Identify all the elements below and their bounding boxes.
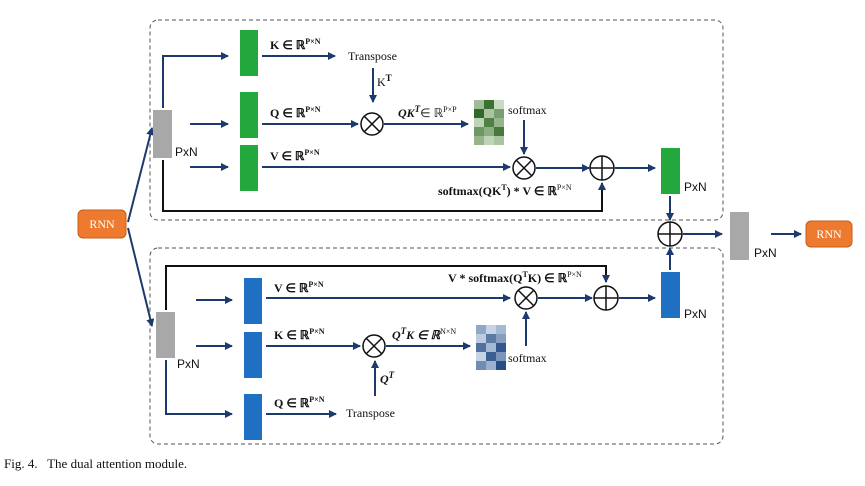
top-weighted-multiply-icon [512, 156, 536, 180]
bottom-heatmap-cell [476, 361, 486, 370]
bottom-softmax-label: softmax [508, 351, 547, 365]
top-softmax-label: softmax [508, 103, 547, 117]
bottom-heatmap-cell [476, 334, 486, 343]
top-result-label: softmax(QKT) * V ∈ ℝP×N [438, 183, 572, 198]
bottom-qtk-label: QTK ∈ ℝN×N [392, 326, 456, 342]
bottom-branch-box [149, 247, 724, 445]
top-q-label: Q ∈ ℝP×N [270, 105, 321, 120]
top-kt-label: KT [377, 73, 392, 89]
top-heatmap-cell [484, 127, 494, 136]
rnn-to-top-arrow [127, 127, 155, 223]
bottom-matmul-icon [362, 334, 386, 358]
bottom-residual-path [165, 265, 610, 310]
output-block [730, 212, 749, 260]
bottom-q-block [244, 394, 262, 440]
bottom-heatmap-cell [496, 361, 506, 370]
top-add-icon [589, 155, 615, 181]
top-input-to-k-arrow [162, 52, 229, 108]
bottom-heatmap-cell [496, 325, 506, 334]
bottom-heatmap-cell [496, 343, 506, 352]
bottom-attention-heatmap [476, 325, 506, 370]
top-heatmap-cell [474, 100, 484, 109]
bottom-heatmap-cell [486, 361, 496, 370]
top-heatmap-cell [484, 109, 494, 118]
top-v-block [240, 145, 258, 191]
bottom-heatmap-cell [496, 334, 506, 343]
bottom-v-label: V ∈ ℝP×N [274, 280, 324, 295]
top-heatmap-cell [494, 136, 504, 145]
top-heatmap-cell [474, 109, 484, 118]
bottom-heatmap-cell [476, 343, 486, 352]
top-heatmap-cell [484, 136, 494, 145]
top-output-dim-label: PxN [684, 180, 707, 194]
top-heatmap-cell [474, 118, 484, 127]
rnn-input-box [77, 209, 127, 239]
bottom-input-to-q-arrow [165, 360, 233, 418]
bottom-heatmap-cell [486, 334, 496, 343]
bottom-output-dim-label: PxN [684, 307, 707, 321]
bottom-result-label: V * softmax(QTK) ∈ ℝP×N [448, 270, 582, 285]
top-heatmap-cell [494, 127, 504, 136]
top-heatmap-cell [494, 109, 504, 118]
top-branch-box [149, 19, 724, 221]
top-k-label: K ∈ ℝP×N [270, 37, 321, 52]
bottom-q-label: Q ∈ ℝP×N [274, 395, 325, 410]
top-heatmap-cell [494, 118, 504, 127]
bottom-v-block [244, 278, 262, 324]
top-heatmap-cell [494, 100, 504, 109]
top-output-block [661, 148, 680, 194]
top-qkt-label: QKT∈ ℝP×P [398, 104, 457, 120]
rnn-to-bottom-arrow [127, 227, 155, 327]
top-q-block [240, 92, 258, 138]
rnn-output-label: RNN [816, 227, 842, 241]
top-k-block [240, 30, 258, 76]
top-heatmap-cell [474, 136, 484, 145]
rnn-output-box [805, 220, 853, 248]
top-input-block [153, 110, 172, 158]
top-input-dim-label: PxN [175, 145, 198, 159]
top-heatmap-cell [484, 100, 494, 109]
bottom-transpose-label: Transpose [346, 406, 395, 420]
bottom-heatmap-cell [486, 325, 496, 334]
bottom-heatmap-cell [486, 343, 496, 352]
top-heatmap-cell [484, 118, 494, 127]
bottom-add-icon [593, 285, 619, 311]
top-heatmap-cell [474, 127, 484, 136]
top-residual-path [162, 160, 606, 212]
figure-caption: Fig. 4. The dual attention module. [4, 456, 187, 471]
top-matmul-icon [360, 112, 384, 136]
bottom-heatmap-cell [486, 352, 496, 361]
top-transpose-label: Transpose [348, 49, 397, 63]
merge-add-icon [657, 221, 683, 247]
bottom-weighted-multiply-icon [514, 286, 538, 310]
bottom-output-block [661, 272, 680, 318]
top-attention-heatmap [474, 100, 504, 145]
rnn-input-label: RNN [89, 217, 115, 231]
bottom-k-label: K ∈ ℝP×N [274, 327, 325, 342]
output-dim-label: PxN [754, 246, 777, 260]
bottom-input-dim-label: PxN [177, 357, 200, 371]
top-v-label: V ∈ ℝP×N [270, 148, 320, 163]
bottom-k-block [244, 332, 262, 378]
bottom-qt-label: QT [380, 370, 395, 386]
bottom-heatmap-cell [476, 352, 486, 361]
bottom-input-block [156, 312, 175, 358]
bottom-heatmap-cell [496, 352, 506, 361]
bottom-heatmap-cell [476, 325, 486, 334]
